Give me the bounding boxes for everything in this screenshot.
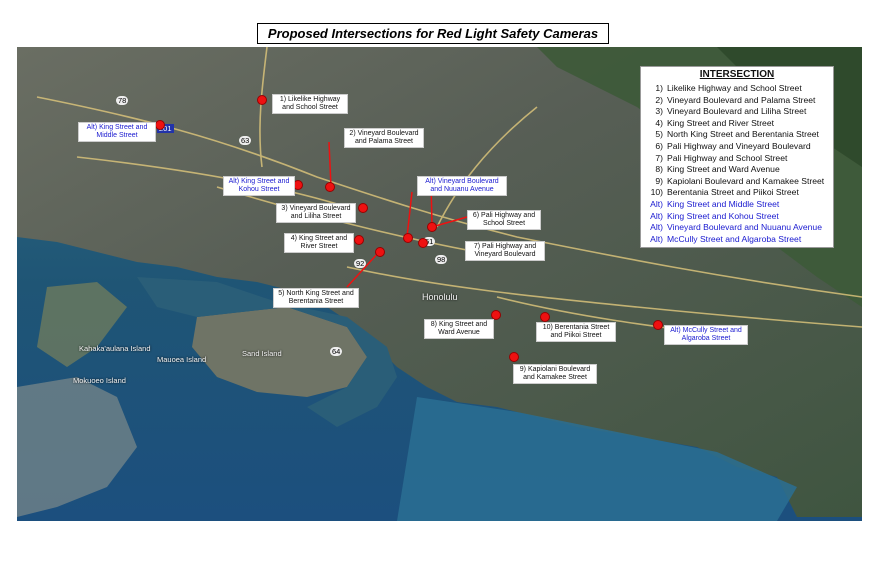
place-mauoea-island: Mauoea Island xyxy=(157,355,207,364)
legend-item-number: 4) xyxy=(655,117,663,128)
legend-item-text: Vineyard Boulevard and Palama Street xyxy=(667,94,816,105)
legend-item: 3) Vineyard Boulevard and Liliha Street xyxy=(641,106,833,118)
legend-item-text: Pali Highway and Vineyard Boulevard xyxy=(667,140,811,151)
legend-item: 5) North King Street and Berentania Stree… xyxy=(641,129,833,141)
pin-6[interactable] xyxy=(403,233,413,243)
pin-9[interactable] xyxy=(509,352,519,362)
legend-item-number: Alt) xyxy=(650,198,663,209)
place-kahakaaulana-island: Kahaka'aulana Island xyxy=(79,344,151,353)
pin-alt-nuuanu[interactable] xyxy=(418,238,428,248)
legend-item-alt: Alt) King Street and Kohou Street xyxy=(641,211,833,223)
pin-alt-middle[interactable] xyxy=(155,120,165,130)
route-shield: 201 xyxy=(157,124,174,133)
legend-item-number: 1) xyxy=(655,83,663,93)
route-shield: 92 xyxy=(354,259,367,268)
legend-item-number: 9) xyxy=(655,175,663,186)
route-shield: 64 xyxy=(330,347,343,356)
pin-8[interactable] xyxy=(491,310,501,320)
route-shield: 61 xyxy=(423,237,436,246)
legend-item: 10) Berentania Street and Piikoi Street xyxy=(641,187,833,199)
pin-10[interactable] xyxy=(540,312,550,322)
legend-item-text: Vineyard Boulevard and Liliha Street xyxy=(667,106,807,117)
legend-item-alt: Alt) King Street and Middle Street xyxy=(641,199,833,211)
route-shield: 78 xyxy=(116,96,129,105)
legend-item-text: King Street and River Street xyxy=(667,117,774,128)
legend-item-number: Alt) xyxy=(650,222,663,233)
pin-1[interactable] xyxy=(257,95,267,105)
legend-item-text: North King Street and Berentania Street xyxy=(667,129,819,140)
legend-item-text: Likelike Highway and School Street xyxy=(667,83,802,93)
legend-item-text: King Street and Ward Avenue xyxy=(667,164,780,175)
legend-item-text: Kapiolani Boulevard and Kamakee Street xyxy=(667,175,825,186)
legend-item-text: Berentania Street and Piikoi Street xyxy=(667,187,799,198)
legend-item-text: Vineyard Boulevard and Nuuanu Avenue xyxy=(667,222,822,233)
legend-item-text: Pali Highway and School Street xyxy=(667,152,788,163)
legend-item-text: King Street and Kohou Street xyxy=(667,210,779,221)
legend-item: 2) Vineyard Boulevard and Palama Street xyxy=(641,95,833,107)
legend-item: 6) Pali Highway and Vineyard Boulevard xyxy=(641,141,833,153)
legend-item-number: 5) xyxy=(655,129,663,140)
legend-list: 1) Likelike Highway and School Street 2) Vi… xyxy=(641,83,833,245)
legend-item: 1) Likelike Highway and School Street xyxy=(641,83,833,95)
legend-item-number: 6) xyxy=(655,140,663,151)
pin-3[interactable] xyxy=(358,203,368,213)
legend-item-number: Alt) xyxy=(650,210,663,221)
legend-item-number: 7) xyxy=(655,152,663,163)
map-title: Proposed Intersections for Red Light Saf… xyxy=(257,23,609,44)
legend-item-alt: Alt) Vineyard Boulevard and Nuuanu Avenue xyxy=(641,222,833,234)
legend-item-text: McCully Street and Algaroba Street xyxy=(667,233,802,244)
pin-2[interactable] xyxy=(325,182,335,192)
legend-item: 9) Kapiolani Boulevard and Kamakee Street xyxy=(641,176,833,188)
legend-item-number: 10) xyxy=(650,187,663,198)
legend-item-text: King Street and Middle Street xyxy=(667,198,780,209)
pin-7[interactable] xyxy=(427,222,437,232)
legend-item: 7) Pali Highway and School Street xyxy=(641,153,833,165)
legend-item-number: 8) xyxy=(655,164,663,175)
legend-item-number: 2) xyxy=(655,94,663,105)
place-sand-island: Sand Island xyxy=(242,349,282,358)
intersection-legend: INTERSECTION 1) Likelike Highway and Scho… xyxy=(640,66,834,248)
legend-item-number: 3) xyxy=(655,106,663,117)
legend-item: 4) King Street and River Street xyxy=(641,118,833,130)
legend-item: 8) King Street and Ward Avenue xyxy=(641,164,833,176)
route-shield: 98 xyxy=(435,255,448,264)
legend-item-alt: Alt) McCully Street and Algaroba Street xyxy=(641,234,833,246)
legend-heading: INTERSECTION xyxy=(699,69,775,80)
place-honolulu: Honolulu xyxy=(422,292,458,302)
route-shield: 63 xyxy=(239,136,252,145)
pin-alt-mccully[interactable] xyxy=(653,320,663,330)
pin-4[interactable] xyxy=(354,235,364,245)
legend-item-number: Alt) xyxy=(650,233,663,244)
place-mokuoeo-island: Mokuoeo Island xyxy=(73,376,126,385)
pin-5[interactable] xyxy=(375,247,385,257)
